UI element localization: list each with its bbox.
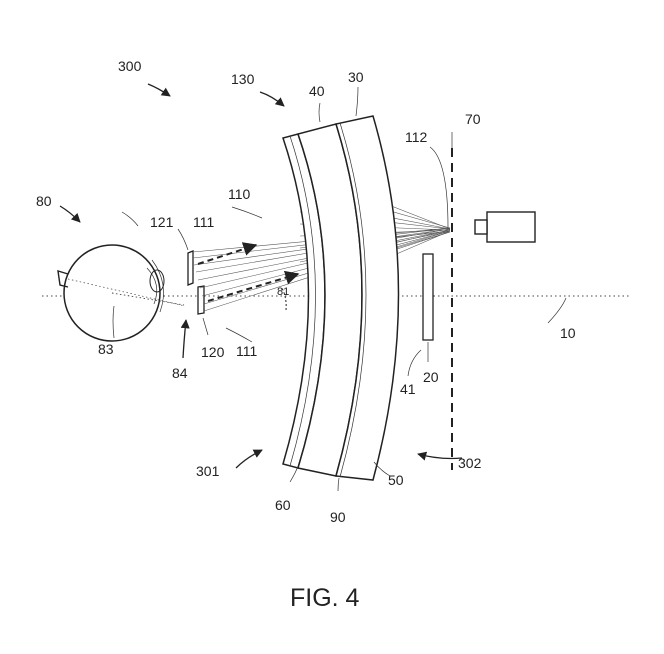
label-40: 40	[309, 83, 325, 99]
label-70: 70	[465, 111, 481, 127]
label-111-upper: 111	[193, 214, 214, 230]
light-path-arrow-upper	[197, 242, 258, 265]
label-112: 112	[405, 129, 428, 145]
label-90: 90	[330, 509, 346, 525]
label-83: 83	[98, 341, 114, 357]
label-41: 41	[400, 381, 416, 397]
label-20: 20	[423, 369, 439, 385]
label-130: 130	[231, 71, 255, 87]
label-80: 80	[36, 193, 52, 209]
label-121: 121	[150, 214, 174, 230]
label-81: 81	[277, 286, 289, 298]
angle-arc	[281, 287, 287, 311]
label-302: 302	[458, 455, 482, 471]
camera-icon	[474, 211, 536, 243]
reference-labels: 300 130 40 30 112 70 80 121 111 110 81 1…	[36, 58, 576, 525]
leader-lines	[59, 83, 567, 492]
label-120: 120	[201, 344, 225, 360]
label-30: 30	[348, 69, 364, 85]
label-300: 300	[118, 58, 142, 74]
optical-assembly	[282, 115, 400, 481]
label-111-lower: 111	[236, 343, 257, 359]
label-301: 301	[196, 463, 220, 479]
eye-icon	[57, 244, 186, 342]
figure-caption: FIG. 4	[290, 584, 360, 612]
light-path-arrow-lower	[207, 270, 300, 302]
combiner-element	[187, 250, 205, 315]
label-50: 50	[388, 472, 404, 488]
lens-element	[422, 253, 434, 341]
label-60: 60	[275, 497, 291, 513]
label-110: 110	[228, 186, 251, 202]
label-10: 10	[560, 325, 576, 341]
label-84: 84	[172, 365, 188, 381]
